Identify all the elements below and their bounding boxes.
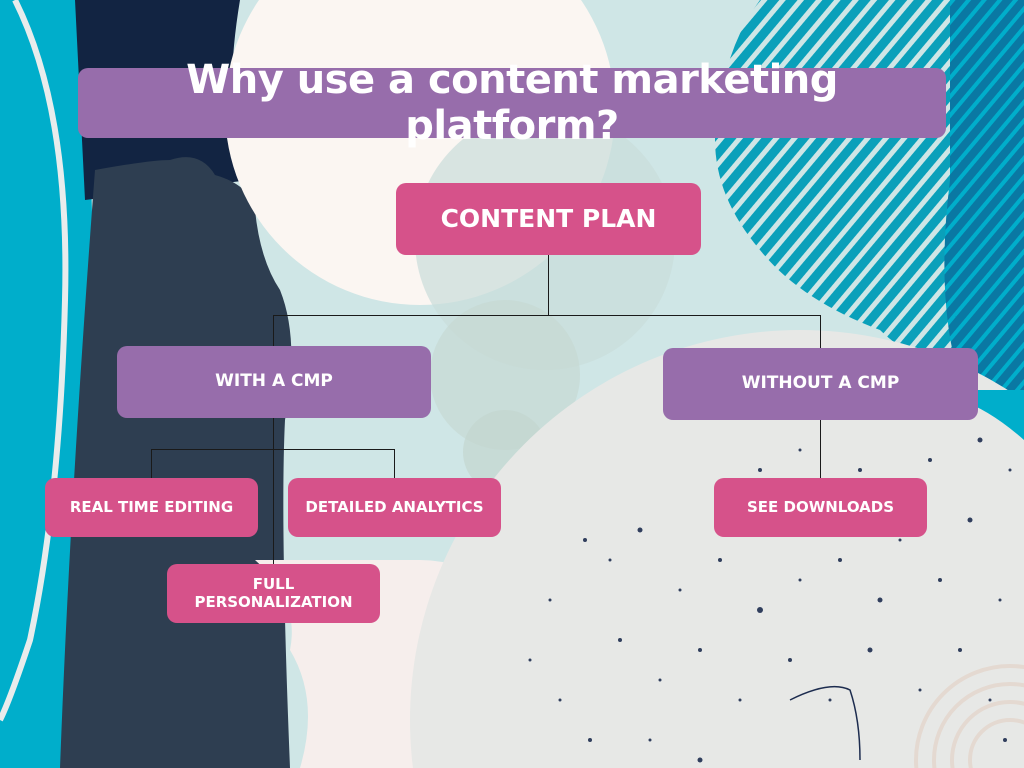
node-content-plan: CONTENT PLAN <box>396 183 701 255</box>
node-label: WITH A CMP <box>215 371 333 392</box>
node-label: REAL TIME EDITING <box>69 497 234 516</box>
node-without-a-cmp: WITHOUT A CMP <box>663 348 978 420</box>
node-detailed-analytics: DETAILED ANALYTICS <box>288 478 501 537</box>
connector-root-down <box>548 255 549 315</box>
node-label: WITHOUT A CMP <box>741 373 900 394</box>
node-full-personalization: FULL PERSONALIZATION <box>167 564 380 623</box>
node-label: DETAILED ANALYTICS <box>305 497 484 516</box>
connector-to-detailed-analytics <box>394 449 395 478</box>
node-label: FULL PERSONALIZATION <box>194 575 353 611</box>
connector-to-see-downloads <box>820 418 821 478</box>
connector-to-with-cmp <box>273 315 274 347</box>
connector-leaf-horizontal <box>151 449 395 450</box>
connector-branch-horizontal <box>273 315 821 316</box>
connector-to-real-time-editing <box>151 449 152 478</box>
node-label: CONTENT PLAN <box>440 203 657 233</box>
page-title-text: Why use a content marketing platform? <box>186 57 838 149</box>
node-label: SEE DOWNLOADS <box>746 497 895 516</box>
page-title: Why use a content marketing platform? <box>78 57 946 149</box>
node-real-time-editing: REAL TIME EDITING <box>45 478 258 537</box>
node-see-downloads: SEE DOWNLOADS <box>714 478 927 537</box>
connector-to-without-cmp <box>820 315 821 348</box>
connector-with-cmp-trunk <box>273 417 274 564</box>
node-with-a-cmp: WITH A CMP <box>117 346 431 418</box>
